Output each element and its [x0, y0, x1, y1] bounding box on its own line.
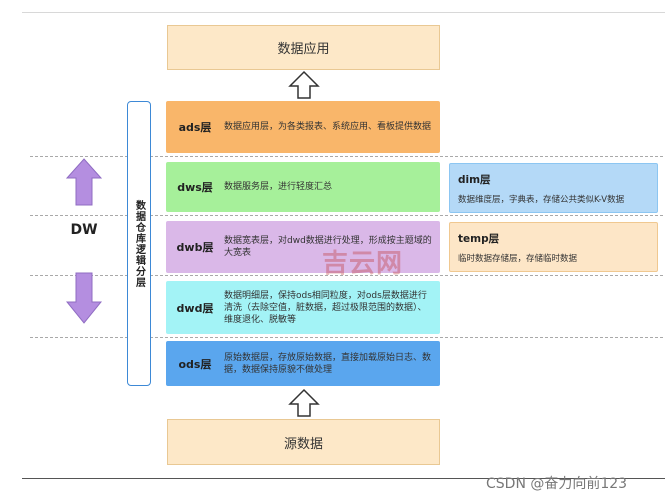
dw-bottom-dashed-line — [30, 337, 663, 338]
purple-down-arrow-icon — [66, 272, 102, 324]
dashed-line-dwb-dwd — [30, 275, 663, 276]
csdn-credit: CSDN @奋力向前123 — [486, 476, 628, 492]
dw-top-dashed-line — [30, 156, 663, 157]
logical-layer-bracket: 数据仓库逻辑分层 — [127, 101, 151, 386]
layer-name: ods层 — [178, 357, 212, 371]
side-box-dim: dim层 数据维度层，字典表，存储公共类似K-V数据 — [449, 163, 658, 213]
layer-description: 数据服务层，进行轻度汇总 — [224, 182, 333, 192]
layer-description: 数据应用层，为各类报表、系统应用、看板提供数据 — [224, 122, 432, 132]
side-box-name: dim层 — [458, 174, 491, 186]
layer-description: 数据宽表层，对dwd数据进行处理，形成按主题域的大宽表 — [224, 236, 432, 258]
layer-ads: ads层 数据应用层，为各类报表、系统应用、看板提供数据 — [166, 101, 440, 153]
top-divider — [22, 12, 665, 13]
vertical-label: 数据仓库逻辑分层 — [133, 199, 145, 288]
data-application-box: 数据应用 — [167, 25, 440, 70]
layer-dwd: dwd层 数据明细层，保持ods相同粒度，对ods层数据进行清洗（去除空值，脏数… — [166, 281, 440, 334]
source-data-box: 源数据 — [167, 419, 440, 465]
layer-name: dwb层 — [176, 241, 214, 254]
layer-name: dws层 — [177, 181, 213, 194]
layer-description: 数据明细层，保持ods相同粒度，对ods层数据进行清洗（去除空值，脏数据，超过极… — [224, 290, 427, 325]
dw-label: DW — [70, 222, 98, 238]
layer-dwb: dwb层 数据宽表层，对dwd数据进行处理，形成按主题域的大宽表 — [166, 221, 440, 273]
layer-ods: ods层 原始数据层，存放原始数据，直接加载原始日志、数据，数据保持原貌不做处理 — [166, 341, 440, 386]
dashed-line-dws-dwb — [30, 215, 663, 216]
up-arrow-icon — [288, 388, 320, 417]
data-application-label: 数据应用 — [277, 42, 330, 57]
side-box-temp: temp层 临时数据存储层，存储临时数据 — [449, 222, 658, 272]
layer-name: ads层 — [178, 121, 212, 134]
side-box-name: temp层 — [458, 233, 500, 245]
side-box-description: 临时数据存储层，存储临时数据 — [458, 254, 578, 264]
source-data-label: 源数据 — [283, 436, 323, 452]
bottom-divider — [22, 478, 665, 479]
watermark: 吉云网 — [322, 249, 404, 279]
side-box-description: 数据维度层，字典表，存储公共类似K-V数据 — [458, 195, 625, 205]
purple-up-arrow-icon — [66, 158, 102, 206]
up-arrow-icon — [288, 70, 320, 99]
layer-description: 原始数据层，存放原始数据，直接加载原始日志、数据，数据保持原貌不做处理 — [224, 352, 432, 375]
layer-name: dwd层 — [176, 301, 214, 315]
layer-dws: dws层 数据服务层，进行轻度汇总 — [166, 162, 440, 212]
